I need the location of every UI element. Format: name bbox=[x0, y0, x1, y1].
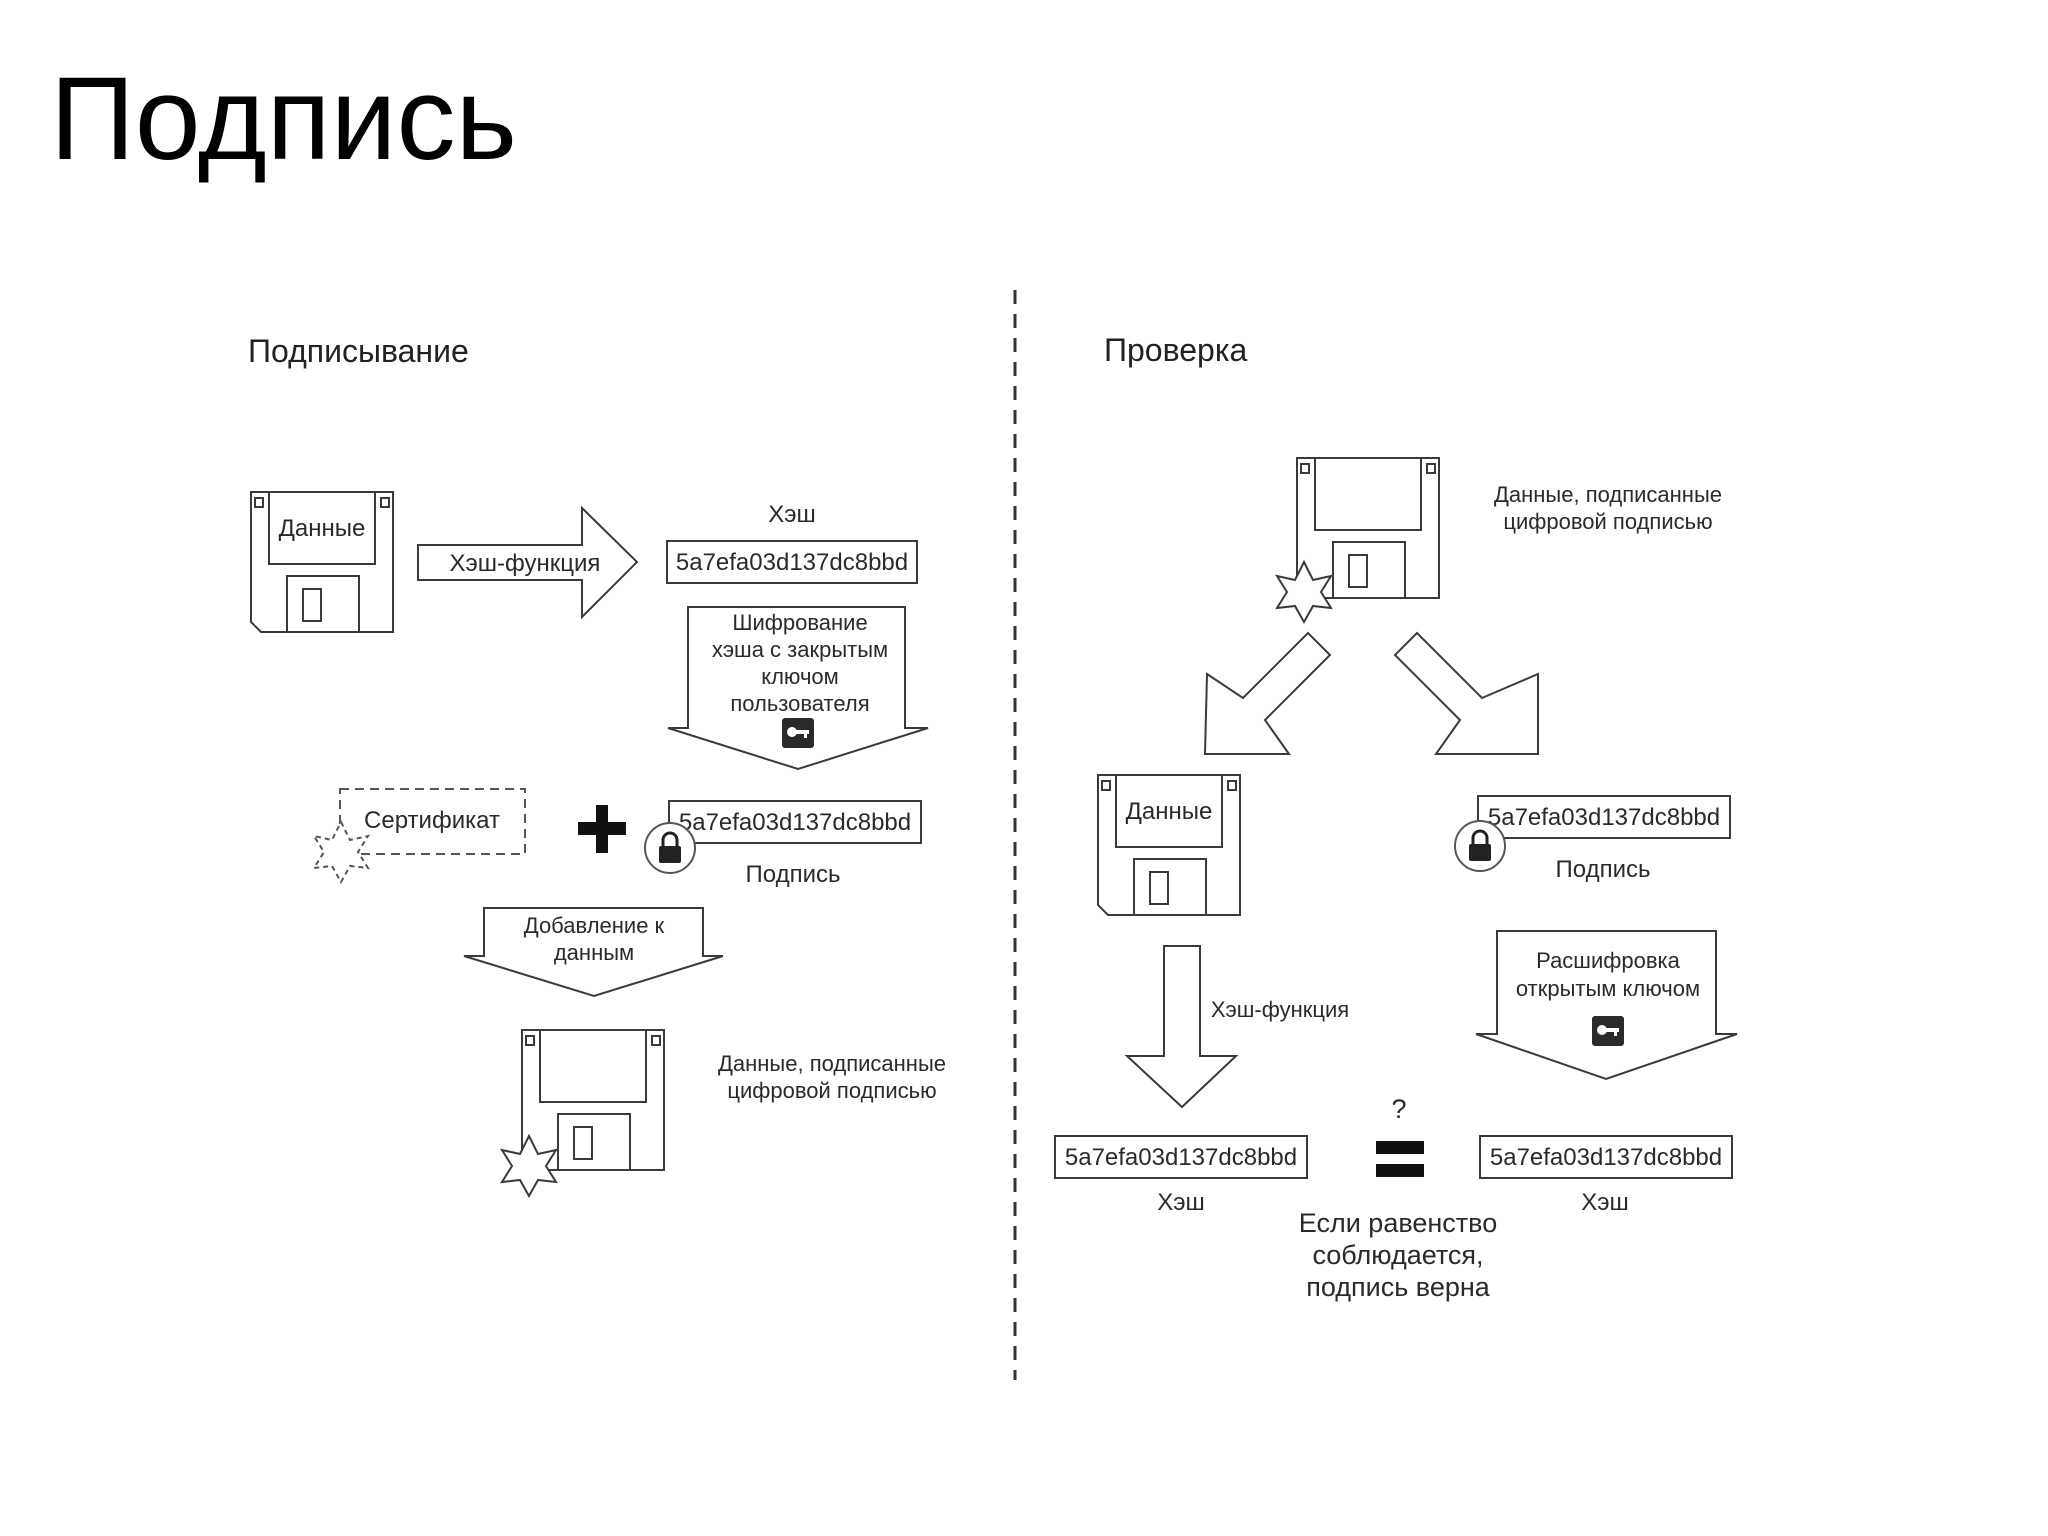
verification-seal-icon bbox=[1274, 559, 1334, 625]
verification-data-floppy-icon: Данные bbox=[1097, 774, 1241, 916]
decrypted-hash-caption: Хэш bbox=[1581, 1189, 1629, 1216]
signing-signed-line-1: Данные, подписанные bbox=[718, 1051, 946, 1076]
verification-signature-caption: Подпись bbox=[1556, 856, 1651, 883]
signing-hash-function-label: Хэш-функция bbox=[450, 550, 601, 577]
signing-heading: Подписывание bbox=[248, 333, 469, 369]
decrypt-arrow bbox=[1475, 930, 1738, 1081]
result-line-1: Если равенство bbox=[1299, 1208, 1497, 1238]
verification-lock-icon bbox=[1454, 820, 1506, 872]
encrypt-line-4: пользователя bbox=[730, 691, 869, 716]
signing-signature-box bbox=[668, 800, 922, 844]
signing-seal-icon bbox=[499, 1133, 559, 1199]
append-line-1: Добавление к bbox=[524, 913, 665, 938]
encrypt-hash-arrow bbox=[667, 606, 929, 771]
signing-signed-line-2: цифровой подписью bbox=[727, 1078, 936, 1103]
split-right-arrow bbox=[1393, 631, 1539, 755]
result-line-3: подпись верна bbox=[1306, 1272, 1491, 1302]
data-floppy-icon: Данные bbox=[250, 491, 394, 633]
slide-title: Подпись bbox=[50, 53, 517, 185]
computed-hash-value: 5a7efa03d137dc8bbd bbox=[1065, 1144, 1297, 1171]
verification-signed-line-1: Данные, подписанные bbox=[1494, 482, 1722, 507]
decrypt-line-2: открытым ключом bbox=[1516, 976, 1700, 1001]
signing-hash-box bbox=[666, 540, 918, 584]
encrypt-line-3: ключом bbox=[761, 664, 839, 689]
split-left-arrow bbox=[1203, 631, 1332, 755]
signing-hash-value: 5a7efa03d137dc8bbd bbox=[676, 549, 908, 576]
signing-lock-icon bbox=[644, 822, 696, 874]
decrypted-hash-box bbox=[1479, 1135, 1733, 1179]
decrypted-hash-value: 5a7efa03d137dc8bbd bbox=[1490, 1144, 1722, 1171]
signing-hash-caption: Хэш bbox=[768, 501, 816, 528]
question-mark: ? bbox=[1391, 1094, 1406, 1124]
signed-data-floppy-icon bbox=[521, 1029, 665, 1171]
result-line-2: соблюдается, bbox=[1312, 1240, 1483, 1270]
decrypt-line-1: Расшифровка bbox=[1536, 948, 1680, 973]
encrypt-line-1: Шифрование bbox=[732, 610, 867, 635]
public-key-icon bbox=[1592, 1016, 1624, 1046]
equals-icon bbox=[1376, 1141, 1424, 1177]
signing-data-label: Данные bbox=[279, 515, 366, 542]
verification-hash-arrow bbox=[1124, 945, 1239, 1109]
signing-signature-caption: Подпись bbox=[746, 861, 841, 888]
verification-signed-line-2: цифровой подписью bbox=[1503, 509, 1712, 534]
private-key-icon bbox=[782, 718, 814, 748]
verification-hash-function-label: Хэш-функция bbox=[1211, 997, 1349, 1022]
verification-signed-floppy-icon bbox=[1296, 457, 1440, 599]
encrypt-line-2: хэша с закрытым bbox=[712, 637, 888, 662]
verification-signature-box bbox=[1477, 795, 1731, 839]
computed-hash-caption: Хэш bbox=[1157, 1189, 1205, 1216]
append-line-2: данным bbox=[554, 940, 634, 965]
certificate-seal-icon bbox=[311, 819, 371, 885]
signing-signature-value: 5a7efa03d137dc8bbd bbox=[679, 809, 911, 836]
verification-signature-value: 5a7efa03d137dc8bbd bbox=[1488, 804, 1720, 831]
computed-hash-box bbox=[1054, 1135, 1308, 1179]
verification-heading: Проверка bbox=[1104, 332, 1248, 368]
certificate-box bbox=[339, 788, 526, 855]
hash-function-arrow bbox=[417, 505, 639, 620]
certificate-label: Сертификат bbox=[364, 807, 500, 834]
append-arrow bbox=[463, 907, 724, 998]
verification-data-label: Данные bbox=[1126, 798, 1213, 825]
plus-icon bbox=[578, 805, 626, 853]
